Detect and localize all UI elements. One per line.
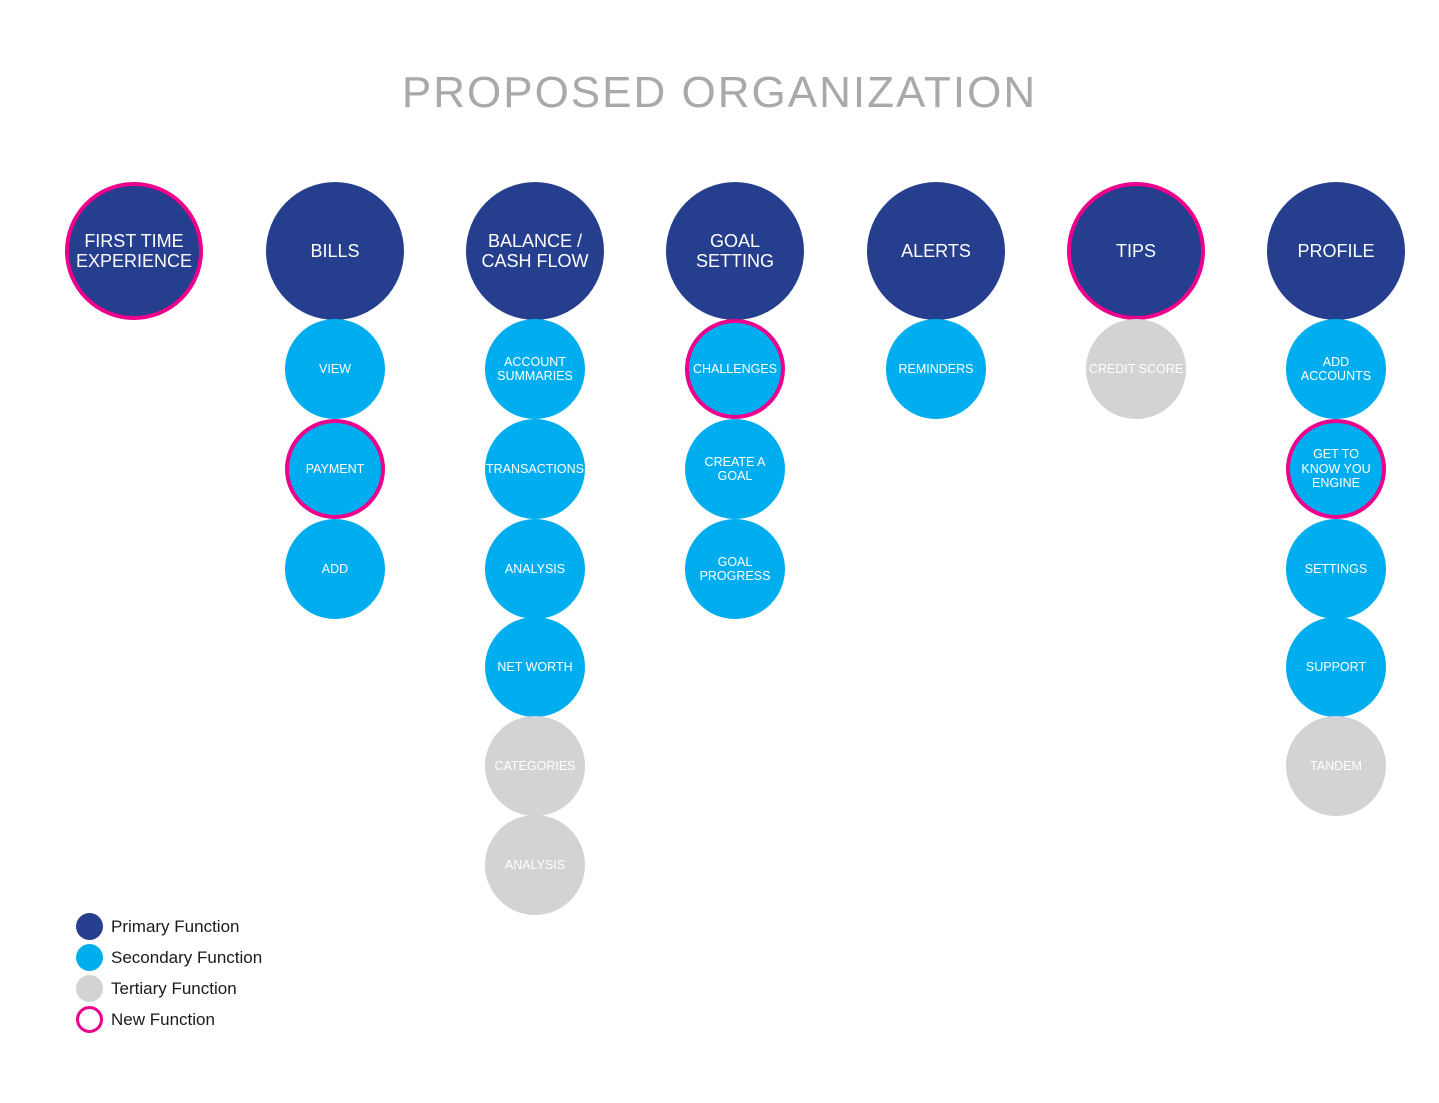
- secondary-node: ADD ACCOUNTS: [1286, 319, 1386, 419]
- secondary-node: CHALLENGES: [685, 319, 785, 419]
- secondary-node: TRANSACTIONS: [485, 419, 585, 519]
- primary-node-balance-cash-flow: BALANCE / CASH FLOW: [466, 182, 604, 320]
- secondary-node: ADD: [285, 519, 385, 619]
- secondary-node: ACCOUNT SUMMARIES: [485, 319, 585, 419]
- legend-swatch-secondary-icon: [76, 944, 103, 971]
- legend-swatch-tertiary-icon: [76, 975, 103, 1002]
- primary-node-first-time-experience: FIRST TIME EXPERIENCE: [65, 182, 203, 320]
- page-title: PROPOSED ORGANIZATION: [401, 68, 1038, 117]
- secondary-node: ANALYSIS: [485, 519, 585, 619]
- legend-label: Secondary Function: [111, 947, 263, 967]
- legend-label: Tertiary Function: [111, 978, 237, 998]
- secondary-node: SETTINGS: [1286, 519, 1386, 619]
- secondary-node: PAYMENT: [285, 419, 385, 519]
- legend-item-tertiary: Tertiary Function: [76, 973, 262, 1004]
- legend-label: Primary Function: [111, 916, 240, 936]
- legend-item-new: New Function: [76, 1004, 262, 1035]
- legend-item-primary: Primary Function: [76, 911, 262, 942]
- legend-label: New Function: [111, 1009, 215, 1029]
- secondary-node: VIEW: [285, 319, 385, 419]
- legend-swatch-new-icon: [76, 1006, 103, 1033]
- tertiary-node: TANDEM: [1286, 716, 1386, 816]
- legend-item-secondary: Secondary Function: [76, 942, 262, 973]
- secondary-node: NET WORTH: [485, 617, 585, 717]
- tertiary-node: ANALYSIS: [485, 815, 585, 915]
- tertiary-node: CATEGORIES: [485, 716, 585, 816]
- tertiary-node: CREDIT SCORE: [1086, 319, 1186, 419]
- primary-node-alerts: ALERTS: [867, 182, 1005, 320]
- secondary-node: GOAL PROGRESS: [685, 519, 785, 619]
- secondary-node: GET TO KNOW YOU ENGINE: [1286, 419, 1386, 519]
- primary-node-profile: PROFILE: [1267, 182, 1405, 320]
- legend-swatch-primary-icon: [76, 913, 103, 940]
- primary-node-tips: TIPS: [1067, 182, 1205, 320]
- secondary-node: CREATE A GOAL: [685, 419, 785, 519]
- secondary-node: SUPPORT: [1286, 617, 1386, 717]
- primary-node-bills: BILLS: [266, 182, 404, 320]
- secondary-node: REMINDERS: [886, 319, 986, 419]
- primary-node-goal-setting: GOAL SETTING: [666, 182, 804, 320]
